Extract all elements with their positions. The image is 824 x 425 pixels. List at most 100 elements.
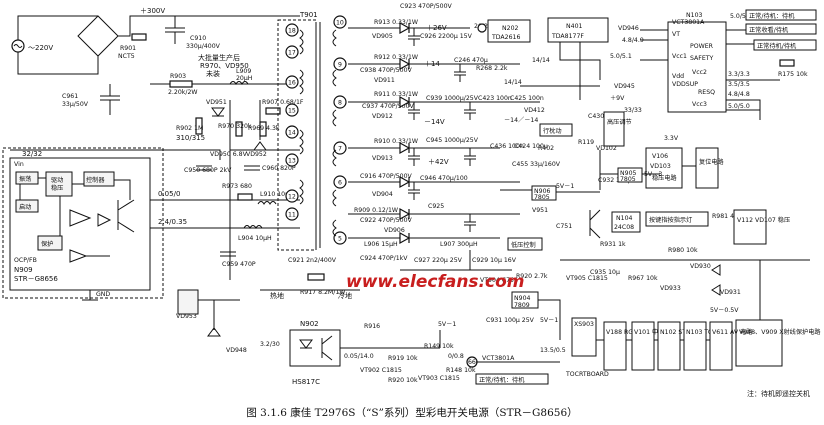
- rail1-c: C923 470P/500V: [400, 3, 453, 10]
- r969-resistor: [259, 121, 267, 137]
- svg-text:R981 4.7k: R981 4.7k: [712, 213, 744, 220]
- svg-text:7805: 7805: [534, 194, 550, 201]
- svg-text:按键指按指示灯: 按键指按指示灯: [649, 216, 692, 224]
- rectifier-diode: [399, 95, 411, 109]
- r903-resistor: [169, 80, 193, 88]
- svg-text:L906 15μH: L906 15μH: [364, 241, 398, 248]
- n905-box: [617, 167, 643, 183]
- transformer-pin-14: [285, 125, 299, 139]
- n906-box: [531, 185, 557, 201]
- transformer-pin-label: 16: [288, 80, 296, 87]
- svg-text:L910 10μH: L910 10μH: [260, 191, 294, 198]
- svg-text:C924 470P/1kV: C924 470P/1kV: [360, 255, 408, 262]
- svg-text:3.2/30: 3.2/30: [260, 341, 280, 348]
- svg-text:5.0/5.1: 5.0/5.1: [610, 53, 632, 60]
- svg-text:C430: C430: [588, 113, 604, 120]
- svg-text:C929 10μ 16V: C929 10μ 16V: [472, 257, 517, 264]
- n103-box: [667, 21, 727, 113]
- status-box-2: [745, 23, 817, 35]
- svg-text:振荡: 振荡: [19, 175, 31, 183]
- secondary-rails: R913 0.33/1W C923 470P/500V VD905 C926 2…: [348, 3, 540, 262]
- svg-text:C935 10μ: C935 10μ: [590, 269, 620, 276]
- svg-text:－14V: －14V: [424, 118, 445, 126]
- ic-gnd: GND: [96, 291, 110, 298]
- transformer-pin-label: 18: [288, 28, 296, 35]
- svg-text:VD412: VD412: [524, 107, 545, 114]
- rectifier-diodes: [399, 21, 411, 245]
- transformer-pin-6: [333, 175, 347, 189]
- transformer-pin-9: [333, 57, 347, 71]
- n103b-box: [683, 321, 707, 371]
- svg-text:V112 VD107 稳压: V112 VD107 稳压: [737, 216, 790, 224]
- r970-resistor: [235, 121, 243, 137]
- ic-model: STR－G8656: [14, 275, 58, 283]
- svg-text:C436 100n: C436 100n: [490, 143, 524, 150]
- watermark-text: www.elecfans.com: [346, 272, 524, 292]
- svg-text:C926 2200μ 15V: C926 2200μ 15V: [420, 33, 473, 40]
- svg-text:4.8/4.9: 4.8/4.9: [622, 37, 644, 44]
- svg-text:VT905 C1815: VT905 C1815: [566, 275, 608, 282]
- ic-block-start: [15, 199, 39, 213]
- status-box-3: [753, 39, 817, 51]
- svg-text:VCT3801A: VCT3801A: [672, 19, 705, 26]
- regulator-section: 高压调节 VD102 R119 V106 VD103 稳压电路 3.3V 复位电…: [500, 111, 725, 201]
- svg-text:R967 10k: R967 10k: [628, 275, 658, 282]
- transformer-pin-label: 11: [288, 212, 296, 219]
- svg-text:VD906: VD906: [384, 227, 405, 234]
- r973-resistor: [237, 193, 253, 201]
- svg-text:5V－1: 5V－1: [438, 321, 456, 328]
- svg-text:VDDSUP: VDDSUP: [672, 81, 698, 88]
- filter-capacitors: [408, 28, 476, 232]
- ic-pin-2: 0.05/0: [158, 190, 180, 198]
- svg-text:R148 10k: R148 10k: [446, 367, 476, 374]
- figure-caption: 图 3.1.6 康佳 T2976S（“S”系列）型彩电开关电源（STR－G865…: [246, 407, 578, 419]
- svg-text:5V－1: 5V－1: [556, 183, 574, 190]
- svg-text:5.0/5.0: 5.0/5.0: [730, 13, 752, 20]
- svg-text:4.8/4.8: 4.8/4.8: [728, 91, 750, 98]
- transformer-pin-11: [285, 207, 299, 221]
- svg-text:0/0.8: 0/0.8: [448, 353, 464, 360]
- svg-text:V106: V106: [652, 153, 668, 160]
- lower-middle-section: C927 220μ 25V L907 300μH C929 10μ 16V R9…: [260, 241, 566, 354]
- ic-pin-vin: 32/32: [22, 150, 42, 158]
- svg-text:330μ/400V: 330μ/400V: [186, 43, 221, 50]
- svg-text:C921 2n2/400V: C921 2n2/400V: [288, 257, 337, 264]
- svg-text:VD948: VD948: [226, 347, 247, 354]
- svg-text:20μH: 20μH: [236, 75, 253, 82]
- rectifier-diode: [399, 21, 411, 35]
- svg-text:正常/待机：待机: 正常/待机：待机: [749, 12, 795, 20]
- mid-right-section: C751 N104 24C08 按键指按指示灯 R931 1k V951 低压控…: [507, 207, 821, 367]
- svg-text:R907 0.68/1F: R907 0.68/1F: [262, 99, 304, 106]
- svg-text:R149 10k: R149 10k: [424, 343, 454, 350]
- n104-box: [611, 211, 641, 233]
- svg-text:VD931: VD931: [720, 289, 741, 296]
- svg-text:R917 8.2M/1W: R917 8.2M/1W: [300, 289, 345, 296]
- svg-text:热地: 热地: [270, 291, 284, 300]
- svg-text:R969 4.3k: R969 4.3k: [248, 125, 280, 132]
- svg-text:V188 RGB 消音: V188 RGB 消音: [606, 328, 652, 336]
- rectifier-diode: [399, 175, 411, 189]
- transformer-pin-label: 15: [288, 108, 296, 115]
- svg-text:R910 0.33/1W: R910 0.33/1W: [374, 138, 418, 145]
- rectifier-diode: [399, 207, 411, 221]
- filter-capacitor: [408, 148, 420, 166]
- svg-text:VD102: VD102: [596, 145, 617, 152]
- svg-text:C950 680P 2kV: C950 680P 2kV: [184, 167, 232, 174]
- transformer-pin-18: [285, 23, 299, 37]
- transformer-pin-12: [285, 189, 299, 203]
- svg-text:Vcc2: Vcc2: [692, 69, 707, 76]
- c910-label: C910: [190, 35, 206, 42]
- factory-note-line1: 大批量生产后: [198, 53, 240, 62]
- svg-text:C922 470P/500V: C922 470P/500V: [360, 217, 413, 224]
- filter-capacitor: [408, 102, 420, 120]
- svg-text:C945 1000μ/25V: C945 1000μ/25V: [426, 137, 479, 144]
- filter-capacitor: [408, 182, 420, 200]
- svg-text:L909: L909: [236, 68, 251, 75]
- svg-text:VT904 C751: VT904 C751: [480, 277, 518, 284]
- svg-text:3.3V: 3.3V: [664, 135, 679, 142]
- svg-text:N904: N904: [514, 295, 531, 302]
- svg-text:VD950 6.8V: VD950 6.8V: [210, 151, 248, 158]
- ic-block-controller: [83, 171, 115, 187]
